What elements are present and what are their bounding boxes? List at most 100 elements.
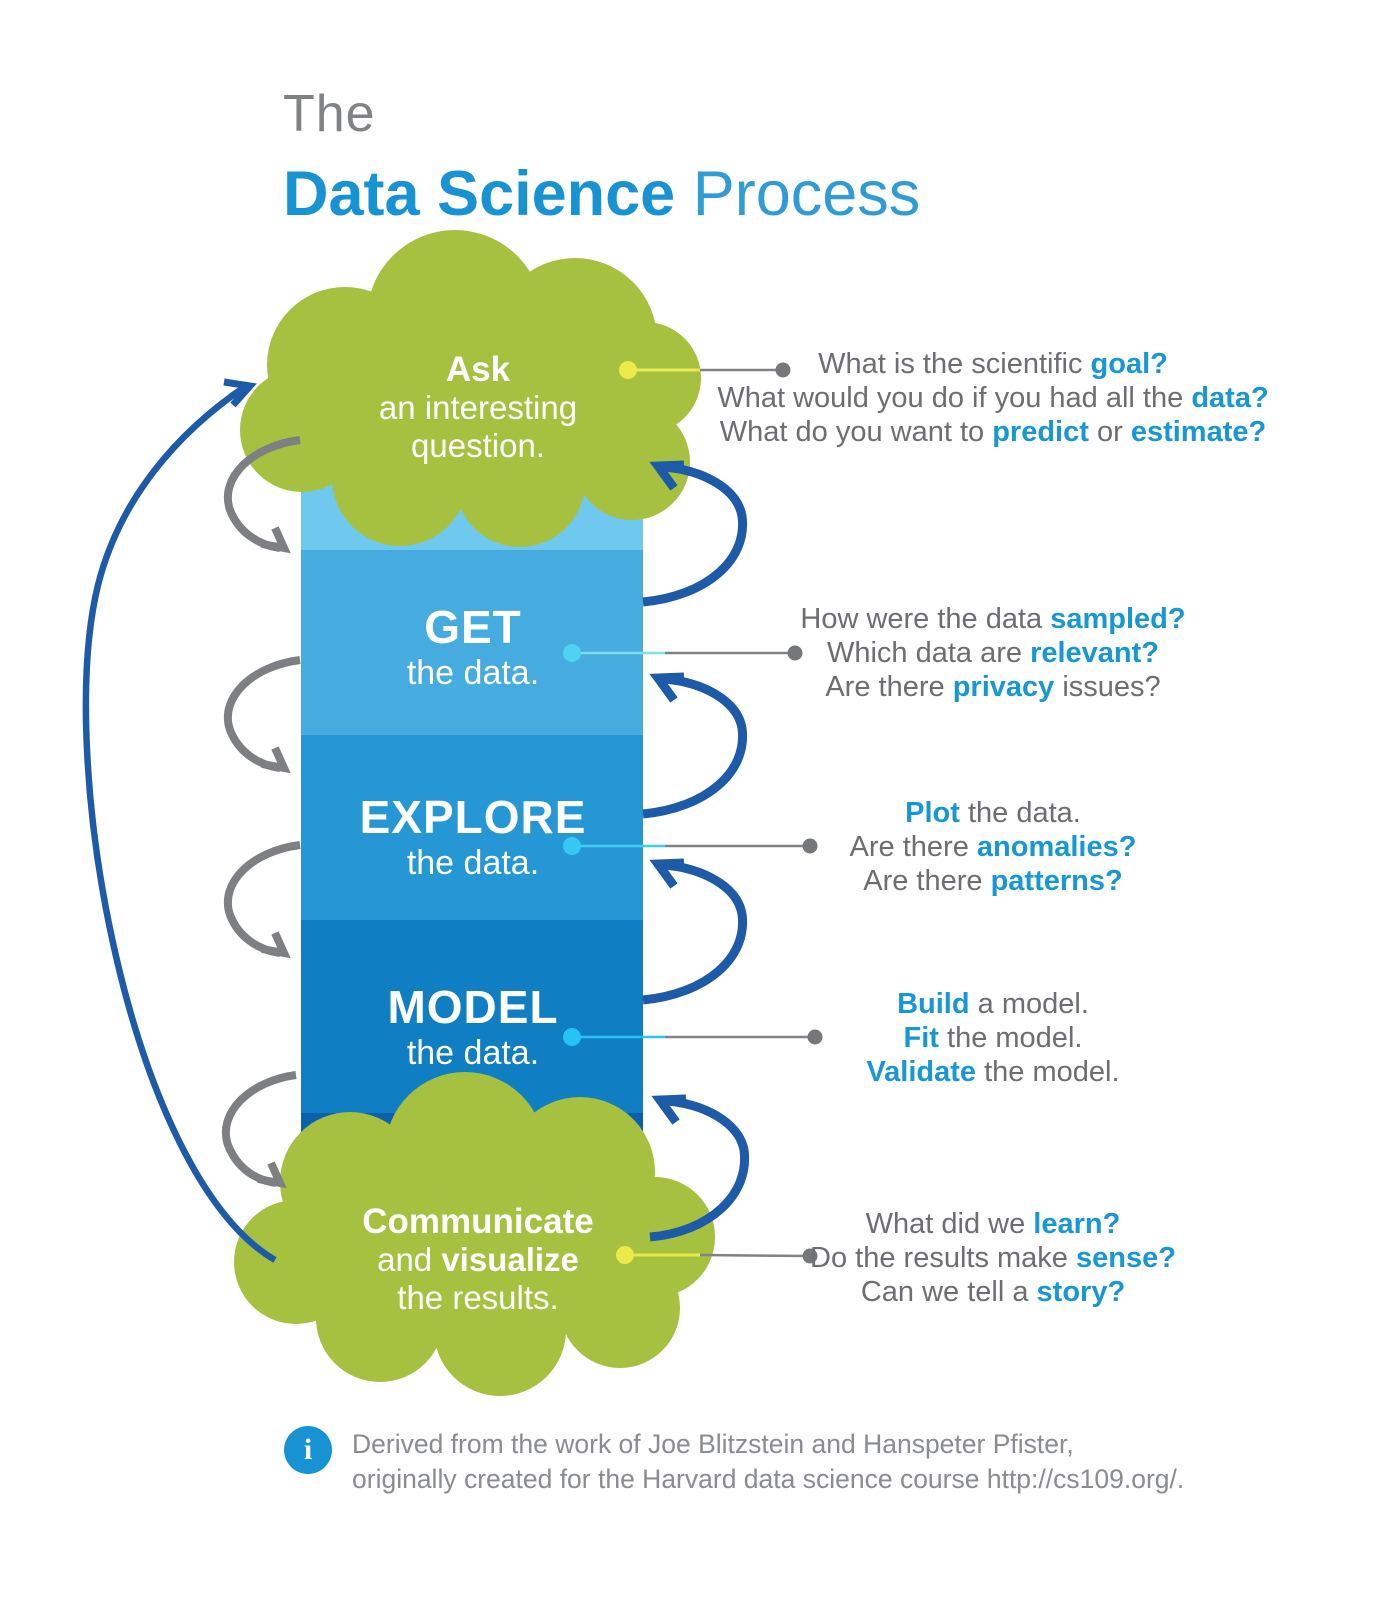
callout-connectors xyxy=(563,361,823,1264)
annotation-line: Are there anomalies? xyxy=(693,830,1293,864)
communicate-cloud-shape xyxy=(234,1072,715,1396)
flow-down-arrow-2 xyxy=(224,656,301,774)
text-segment: or xyxy=(1088,416,1131,448)
flow-down-arrows xyxy=(222,436,301,1189)
band-explore xyxy=(301,735,643,920)
stage-model-sub: the data. xyxy=(406,1034,540,1072)
highlight-text: Plot xyxy=(905,797,960,829)
connector-dot-gray xyxy=(802,838,818,854)
text-segment: What do you want to xyxy=(719,416,993,448)
stage-communicate-title: Communicate xyxy=(362,1202,594,1241)
loop-back-arrow-2 xyxy=(642,672,748,819)
stage-model-title: MODEL xyxy=(387,981,559,1033)
flow-down-arrow-4 xyxy=(222,1071,297,1189)
loop-back-arrows xyxy=(642,460,750,1242)
highlight-text: Fit xyxy=(903,1022,939,1054)
text-segment: Are there xyxy=(825,671,953,703)
connector-dot-gray xyxy=(807,1029,823,1045)
title-pre: The xyxy=(283,85,376,143)
annotation-get: How were the data sampled? Which data ar… xyxy=(693,602,1293,704)
highlight-text: predict xyxy=(992,416,1089,448)
flow-down-arrow-1 xyxy=(224,436,301,554)
text-segment: How were the data xyxy=(800,603,1051,635)
connector-communicate xyxy=(616,1246,818,1264)
text-segment: issues? xyxy=(1054,671,1161,703)
connector-dot-gray xyxy=(787,645,803,661)
annotation-line: What do you want to predict or estimate? xyxy=(693,415,1293,449)
text-segment: a model. xyxy=(969,988,1089,1020)
highlight-text: patterns? xyxy=(990,865,1123,897)
connector-dot-cyan xyxy=(563,644,581,662)
connector-dot-cyan xyxy=(563,1028,581,1046)
stage-communicate-label: Communicate and visualize the results. xyxy=(278,1203,678,1317)
annotation-line: Build a model. xyxy=(693,987,1293,1021)
attribution-line2: originally created for the Harvard data … xyxy=(352,1464,1185,1494)
loop-back-arrow-3 xyxy=(642,858,748,1005)
highlight-text: learn? xyxy=(1033,1208,1121,1240)
connector-explore xyxy=(563,837,818,855)
attribution-line1: Derived from the work of Joe Blitzstein … xyxy=(352,1429,1074,1459)
text-segment: What did we xyxy=(865,1208,1034,1240)
connector-model xyxy=(563,1028,823,1046)
page-title: Data Science Process xyxy=(283,158,920,230)
info-icon: i xyxy=(284,1426,332,1474)
stage-communicate-line3: the results. xyxy=(397,1279,559,1316)
highlight-text: estimate? xyxy=(1130,416,1267,448)
connector-dot-cyan xyxy=(563,837,581,855)
text-segment: the data. xyxy=(959,797,1081,829)
stage-communicate-line2: and visualize xyxy=(278,1241,678,1279)
annotation-line: What would you do if you had all the dat… xyxy=(693,381,1293,415)
loop-back-arrow-4 xyxy=(649,1094,750,1242)
stage-explore-title: EXPLORE xyxy=(359,791,587,843)
stage-ask-line3: question. xyxy=(411,427,545,464)
annotation-line: Fit the model. xyxy=(693,1021,1293,1055)
highlight-text: story? xyxy=(1036,1276,1126,1308)
highlight-text: Validate xyxy=(866,1056,977,1088)
text-segment: the model. xyxy=(976,1056,1120,1088)
annotation-model: Build a model. Fit the model. Validate t… xyxy=(693,987,1293,1089)
highlight-text: visualize xyxy=(441,1241,579,1278)
ask-cloud-shape xyxy=(240,230,701,547)
stage-ask-line2: an interesting xyxy=(378,389,578,426)
annotation-line: Plot the data. xyxy=(693,796,1293,830)
title-light: Process xyxy=(675,159,921,229)
text-segment: What would you do if you had all the xyxy=(717,382,1192,414)
text-segment: Do the results make xyxy=(810,1242,1076,1274)
connector-dot-yellow xyxy=(619,361,637,379)
annotation-line: Can we tell a story? xyxy=(693,1275,1293,1309)
stage-ask-title: Ask xyxy=(445,350,511,389)
highlight-text: privacy xyxy=(952,671,1055,703)
connector-ask xyxy=(619,361,791,379)
text-segment: Can we tell a xyxy=(860,1276,1037,1308)
connector-dot-gray xyxy=(775,362,791,378)
highlight-text: Build xyxy=(897,988,970,1020)
annotation-line: Do the results make sense? xyxy=(693,1241,1293,1275)
annotation-line: What is the scientific goal? xyxy=(693,347,1293,381)
annotation-explore: Plot the data. Are there anomalies? Are … xyxy=(693,796,1293,898)
band-get xyxy=(301,550,643,735)
annotation-communicate: What did we learn? Do the results make s… xyxy=(693,1207,1293,1309)
stage-ask-label: Ask an interesting question. xyxy=(278,351,678,465)
stage-explore-sub: the data. xyxy=(406,844,540,882)
attribution-text: Derived from the work of Joe Blitzstein … xyxy=(352,1427,1184,1497)
annotation-line: Are there patterns? xyxy=(693,864,1293,898)
stage-get-title: GET xyxy=(424,601,522,653)
annotation-ask: What is the scientific goal? What would … xyxy=(693,347,1293,449)
highlight-text: data? xyxy=(1191,382,1269,414)
highlight-text: sampled? xyxy=(1050,603,1186,635)
cycle-return-arrow xyxy=(82,378,277,1263)
loop-back-arrow-1 xyxy=(642,460,748,607)
text-segment: What is the scientific xyxy=(818,348,1091,380)
text-segment: and xyxy=(377,1241,442,1278)
highlight-text: relevant? xyxy=(1030,637,1160,669)
annotation-line: Are there privacy issues? xyxy=(693,670,1293,704)
stage-get-label: GET the data. xyxy=(302,602,644,694)
stage-model-label: MODEL the data. xyxy=(302,982,644,1074)
annotation-line: Which data are relevant? xyxy=(693,636,1293,670)
text-segment: Are there xyxy=(849,831,977,863)
highlight-text: goal? xyxy=(1090,348,1168,380)
stage-get-sub: the data. xyxy=(406,654,540,692)
connector-dot-yellow xyxy=(616,1246,634,1264)
highlight-text: anomalies? xyxy=(976,831,1137,863)
